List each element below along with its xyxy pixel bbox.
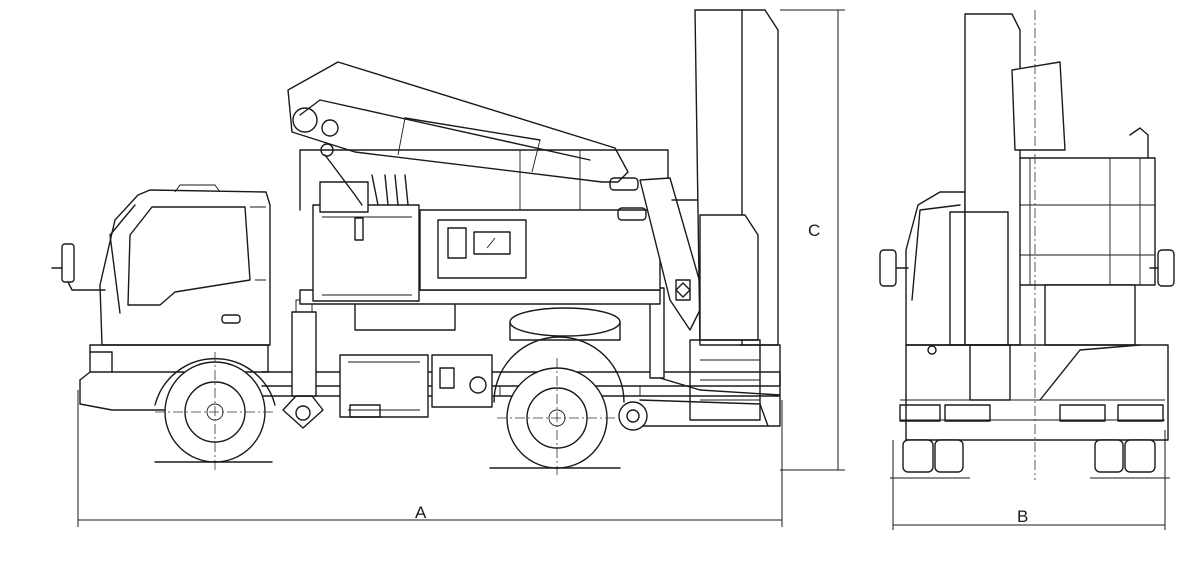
dimension-c-label: C (808, 221, 821, 240)
work-platform (689, 9, 781, 421)
front-outrigger (282, 299, 324, 429)
dimension-b-label: B (1017, 507, 1029, 526)
front-bumper (899, 284, 1169, 441)
front-view (879, 10, 1175, 530)
rear-outrigger (618, 287, 781, 431)
front-cab (879, 191, 966, 346)
front-railing (1019, 127, 1175, 287)
side-mirror (51, 243, 106, 291)
front-wheel (154, 352, 276, 470)
front-boom (949, 13, 1066, 401)
dimension-c (780, 9, 845, 471)
underbody-box (339, 354, 493, 418)
front-wheels (890, 10, 1170, 480)
rear-wheel (489, 336, 625, 475)
cab (79, 184, 271, 381)
dimension-a-label: A (415, 503, 427, 522)
boom-pedestal (312, 181, 420, 302)
dimension-a (77, 390, 783, 527)
side-view (51, 9, 845, 527)
turntable (299, 209, 661, 341)
dimension-b (892, 430, 1166, 530)
